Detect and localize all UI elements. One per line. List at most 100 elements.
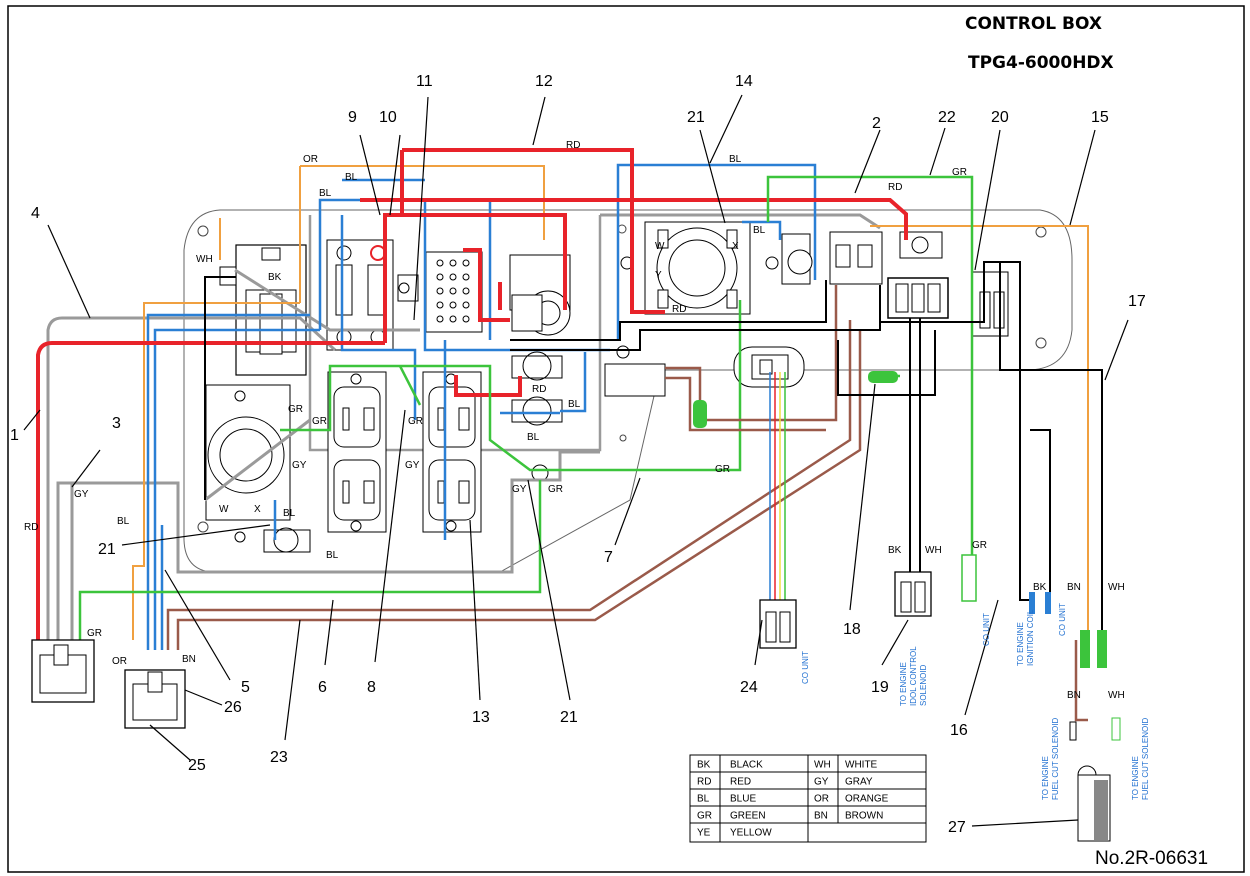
callout-leaders [23,94,1129,827]
label-or: OR [303,154,318,165]
mount-hole [197,521,209,533]
note-idol-3: SOLENOID [919,664,928,706]
legend-name: BLACK [730,760,763,771]
callout-22: 22 [938,109,956,126]
callout-16: 16 [950,722,968,739]
switch-pin [895,283,909,313]
legend-code2: OR [814,794,829,805]
connector-fuel [1080,630,1090,668]
terminal-label-x2: X [254,504,261,515]
fuse-cap [911,236,929,254]
legend-name2: WHITE [845,760,878,771]
connector-25 [31,639,95,703]
connector-26 [124,669,186,729]
label-gr: GR [548,484,563,495]
label-bk: BK [1033,582,1047,593]
callout-13: 13 [472,709,490,726]
label-rd: RD [566,140,580,151]
mount-hole [1035,226,1047,238]
callout-1: 1 [10,427,19,444]
relay-pin [835,244,851,268]
lamp-indicator [522,351,552,381]
orange-wires [132,165,1089,650]
callout-6: 6 [318,679,327,696]
lamp-bracket [263,529,311,553]
brown-wires [166,285,1088,722]
legend-code: YE [697,828,711,839]
note-idol-1: TO ENGINE [899,662,908,706]
note-ign-2: IGNITION COIL [1026,609,1035,666]
callout-21c: 21 [98,541,116,558]
receptacle-screw [765,256,779,270]
note-fuel-2: FUEL CUT SOLENOID [1051,718,1060,800]
label-bn: BN [1067,582,1081,593]
label-or: OR [112,656,127,667]
connector-ignition [1029,592,1035,614]
legend-code: GR [697,811,712,822]
callout-4: 4 [31,205,40,222]
label-wh: WH [196,254,213,265]
terminal-grid [436,259,470,323]
label-bl: BL [729,154,742,165]
legend-name: GREEN [730,811,766,822]
label-gr: GR [87,628,102,639]
callout-7: 7 [604,549,613,566]
label-rd: RD [24,522,38,533]
note-fuel-2: FUEL CUT SOLENOID [1141,718,1150,800]
callout-27: 27 [948,819,966,836]
label-gy: GY [405,460,420,471]
label-gy: GY [512,484,527,495]
connector-green-inline [868,371,898,383]
note-fuel-1: TO ENGINE [1131,756,1140,800]
small-breaker-button [787,249,813,275]
label-gr: GR [288,404,303,415]
legend-code2: WH [814,760,831,771]
wire-color-labels: RD BL RD GR OR BL BL WH BK BL RD RD BL B… [24,140,1125,701]
legend-name2: GRAY [845,777,873,788]
label-rd: RD [672,304,686,315]
gray-wires [46,213,881,640]
breaker-tab [261,247,281,261]
relay-pin [857,244,873,268]
choke-module [604,363,666,397]
connector-24 [759,599,797,649]
title-line1: CONTROL BOX [965,14,1102,34]
callout-2: 2 [872,115,881,132]
note-fuel-1: TO ENGINE [1041,756,1050,800]
note-ign-1: TO ENGINE [1016,622,1025,666]
label-gr: GR [952,167,967,178]
label-bl: BL [326,550,339,561]
callout-10: 10 [379,109,397,126]
doc-number: No.2R-06631 [1095,848,1208,869]
callout-8: 8 [367,679,376,696]
note-idol-2: IDOL CONTROL [909,646,918,706]
callout-26: 26 [224,699,242,716]
lamp-bracket [511,355,563,379]
connector-co-ground [961,554,977,602]
duplex-receptacle-right [422,371,482,533]
label-bl: BL [117,516,130,527]
label-bl: BL [319,188,332,199]
note-co-unit: CO UNIT [801,651,810,684]
connector-notes: CO UNIT TO ENGINE IDOL CONTROL SOLENOID … [801,603,1150,800]
legend-code2: BN [814,811,828,822]
breaker-switch-b [367,264,385,316]
callout-5: 5 [241,679,250,696]
label-bl: BL [527,432,540,443]
fuel-solenoid-lead [1111,717,1121,741]
label-wh: WH [925,545,942,556]
connector-19 [894,571,932,617]
callout-19: 19 [871,679,889,696]
label-wh: WH [1108,582,1125,593]
legend-code2: GY [814,777,829,788]
callout-25: 25 [188,757,206,774]
label-gy: GY [292,460,307,471]
receptacle-screw [234,531,246,543]
lamp-indicator [273,527,299,553]
receptacle-screw [234,390,246,402]
receptacle-face-inner [219,428,273,482]
connector-fuel [1097,630,1107,668]
label-bk: BK [888,545,902,556]
